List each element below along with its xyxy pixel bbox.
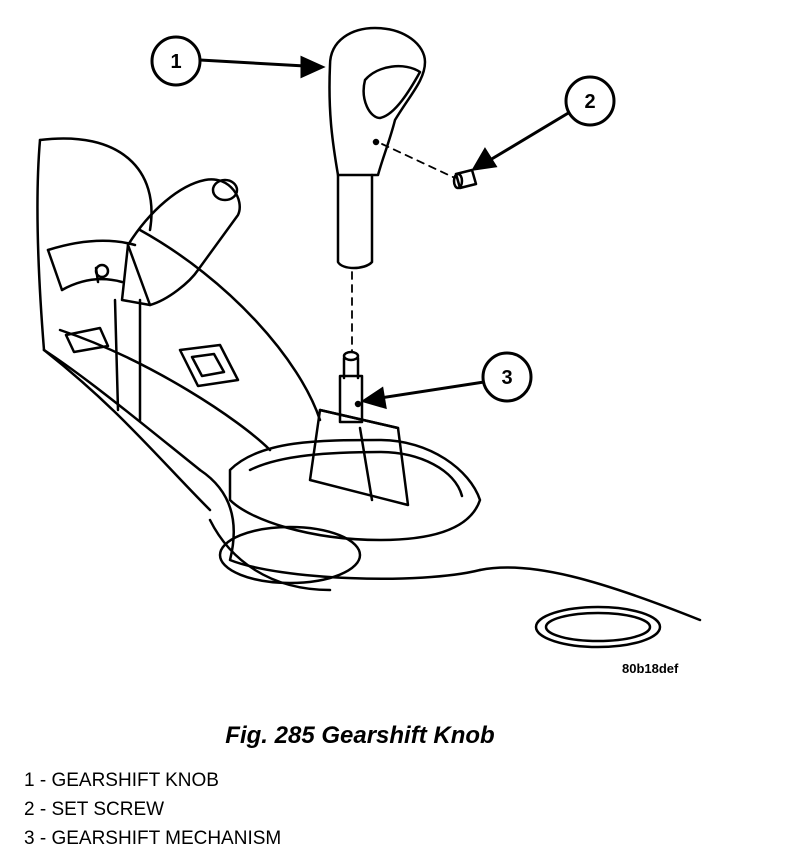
parts-legend: 1 - GEARSHIFT KNOB 2 - SET SCREW 3 - GEA…: [24, 766, 281, 853]
figure-title: Fig. 285 Gearshift Knob: [225, 722, 495, 749]
legend-item: 3 - GEARSHIFT MECHANISM: [24, 828, 282, 849]
reference-code: 80b18def: [622, 661, 679, 676]
svg-text:1: 1: [170, 51, 181, 73]
gearshift-diagram: 1 2 3: [36, 26, 702, 649]
shifter-bezel: [208, 408, 662, 649]
callout-3: 3: [481, 351, 533, 403]
gearshift-knob: [328, 26, 427, 270]
callout-2: 2: [564, 75, 616, 127]
callout-2-leader: [471, 110, 571, 171]
callout-1: 1: [150, 35, 202, 87]
callout-1-leader: [199, 55, 326, 79]
gearshift-mechanism: [338, 350, 364, 424]
legend-item: 2 - SET SCREW: [24, 799, 165, 820]
svg-text:2: 2: [584, 91, 595, 113]
legend-item: 1 - GEARSHIFT KNOB: [24, 770, 219, 791]
center-console: [36, 137, 702, 622]
set-screw: [452, 168, 478, 190]
alignment-lines: [351, 143, 456, 353]
callout-3-leader: [360, 380, 485, 410]
parking-brake-handle: [120, 178, 241, 307]
svg-text:3: 3: [501, 367, 512, 389]
